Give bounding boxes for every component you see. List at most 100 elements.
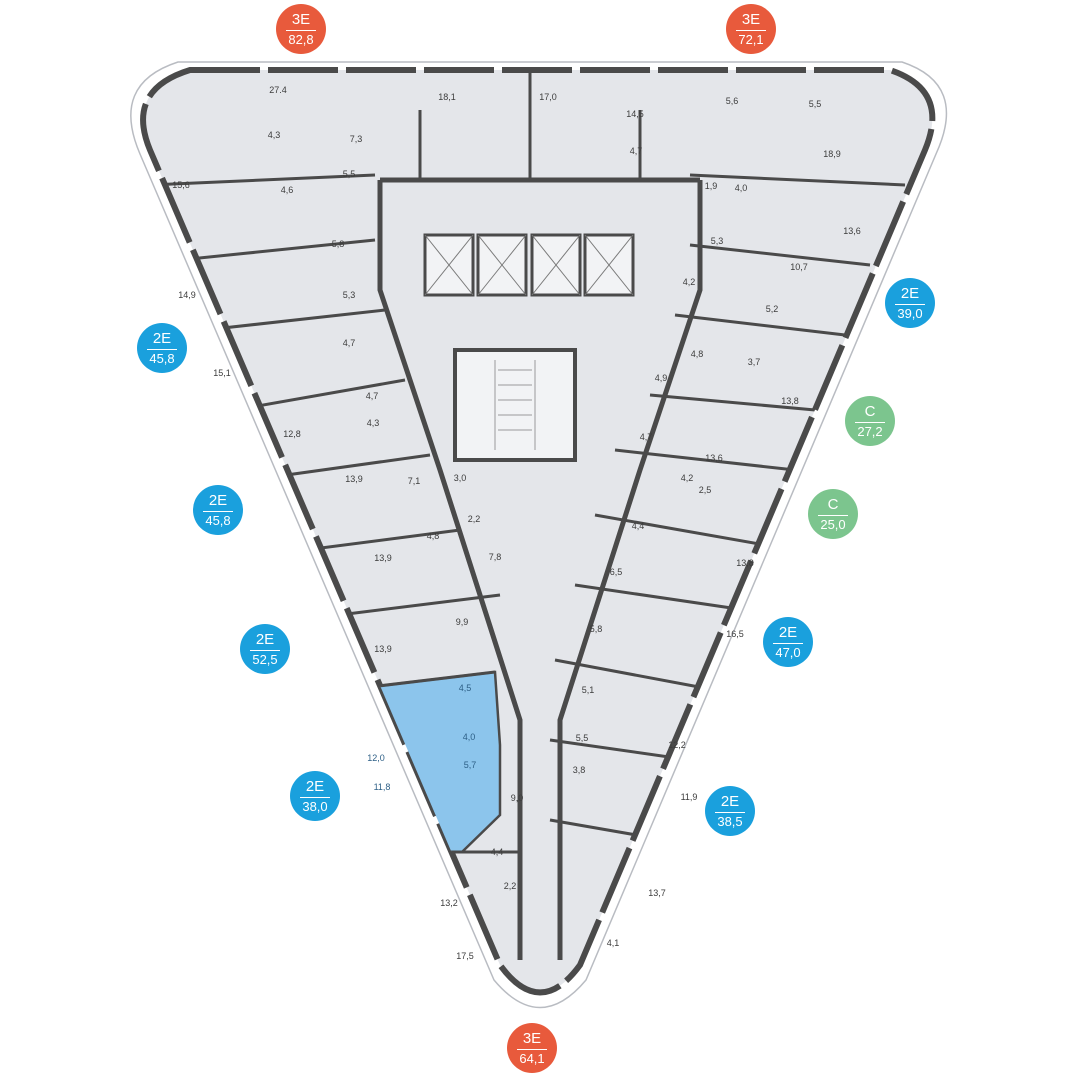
apartment-type: 2E bbox=[900, 284, 920, 302]
room-area-label: 12,2 bbox=[668, 740, 686, 750]
room-area-label: 27.4 bbox=[269, 85, 287, 95]
badge-divider bbox=[773, 642, 803, 644]
badge-divider bbox=[818, 514, 848, 516]
room-area-label: 13,9 bbox=[374, 553, 392, 563]
room-area-label: 13,8 bbox=[781, 396, 799, 406]
room-area-label: 1,9 bbox=[705, 181, 718, 191]
badge-divider bbox=[736, 29, 766, 31]
apartment-area: 38,5 bbox=[717, 813, 743, 829]
badge-divider bbox=[286, 29, 316, 31]
apartment-area: 25,0 bbox=[820, 516, 846, 532]
room-area-label: 5,5 bbox=[576, 733, 589, 743]
badge-c-27-2[interactable]: С 27,2 bbox=[845, 396, 895, 446]
apartment-area: 38,0 bbox=[302, 798, 328, 814]
room-area-label: 3,8 bbox=[573, 765, 586, 775]
room-area-label: 5,1 bbox=[582, 685, 595, 695]
apartment-area: 45,8 bbox=[149, 350, 175, 366]
badge-c-25-0[interactable]: С 25,0 bbox=[808, 489, 858, 539]
room-area-label: 4,3 bbox=[268, 130, 281, 140]
room-area-label: 3,7 bbox=[748, 357, 761, 367]
room-area-label: 14,9 bbox=[178, 290, 196, 300]
apartment-area: 27,2 bbox=[857, 423, 883, 439]
badge-2e-38-0[interactable]: 2E 38,0 bbox=[290, 771, 340, 821]
room-area-label: 5,5 bbox=[809, 99, 822, 109]
apartment-area: 82,8 bbox=[288, 31, 314, 47]
room-area-label: 4,4 bbox=[491, 847, 504, 857]
room-area-label: 3,0 bbox=[454, 473, 467, 483]
apartment-area: 72,1 bbox=[738, 31, 764, 47]
room-area-label: 4,3 bbox=[367, 418, 380, 428]
room-area-label: 5,3 bbox=[343, 290, 356, 300]
room-area-label: 13,9 bbox=[345, 474, 363, 484]
badge-2e-47-0[interactable]: 2E 47,0 bbox=[763, 617, 813, 667]
apartment-type: 2E bbox=[152, 329, 172, 347]
apartment-type: С bbox=[864, 402, 876, 420]
apartment-area: 45,8 bbox=[205, 512, 231, 528]
stair-core bbox=[453, 348, 577, 462]
badge-3e-64-1[interactable]: 3E 64,1 bbox=[507, 1023, 557, 1073]
badge-2e-45-8-b[interactable]: 2E 45,8 bbox=[193, 485, 243, 535]
room-area-label: 17,0 bbox=[539, 92, 557, 102]
room-area-label: 15,1 bbox=[213, 368, 231, 378]
room-area-label: 18,1 bbox=[438, 92, 456, 102]
apartment-type: 2E bbox=[778, 623, 798, 641]
apartment-type: 3E bbox=[522, 1029, 542, 1047]
room-area-label: 11,9 bbox=[681, 792, 698, 802]
room-area-label: 4,7 bbox=[366, 391, 379, 401]
apartment-area: 47,0 bbox=[775, 644, 801, 660]
badge-divider bbox=[250, 649, 280, 651]
room-area-label: 4,7 bbox=[640, 432, 653, 442]
core-walls bbox=[377, 177, 703, 960]
room-area-label: 4,4 bbox=[632, 521, 645, 531]
room-area-label: 5,2 bbox=[766, 304, 779, 314]
room-area-label: 4,5 bbox=[459, 683, 472, 693]
room-area-label: 14,5 bbox=[626, 109, 644, 119]
room-area-label: 6,5 bbox=[610, 567, 623, 577]
apartment-area: 52,5 bbox=[252, 651, 278, 667]
badge-2e-38-5[interactable]: 2E 38,5 bbox=[705, 786, 755, 836]
room-area-label: 4,7 bbox=[630, 146, 643, 156]
room-area-label: 9,0 bbox=[511, 793, 524, 803]
room-area-label: 2,2 bbox=[468, 514, 481, 524]
room-area-label: 17,5 bbox=[456, 951, 474, 961]
room-area-label: 7,8 bbox=[489, 552, 502, 562]
apartment-type: С bbox=[827, 495, 839, 513]
room-area-label: 5,5 bbox=[343, 169, 356, 179]
badge-divider bbox=[895, 303, 925, 305]
badge-3e-72-1[interactable]: 3E 72,1 bbox=[726, 4, 776, 54]
apartment-type: 2E bbox=[255, 630, 275, 648]
room-area-label: 9,9 bbox=[456, 617, 469, 627]
room-area-label: 13,6 bbox=[843, 226, 861, 236]
room-area-label: 2,2 bbox=[504, 881, 517, 891]
room-area-label: 4,9 bbox=[655, 373, 668, 383]
apartment-type: 3E bbox=[291, 10, 311, 28]
room-area-label: 4,0 bbox=[735, 183, 748, 193]
room-area-label: 4,2 bbox=[683, 277, 696, 287]
apartment-type: 2E bbox=[208, 491, 228, 509]
room-area-label: 12,0 bbox=[367, 753, 385, 763]
room-area-label: 13,8 bbox=[736, 558, 754, 568]
room-area-label: 7,3 bbox=[350, 134, 363, 144]
room-area-label: 5,8 bbox=[332, 239, 345, 249]
room-area-label: 16,5 bbox=[726, 629, 744, 639]
room-area-label: 4,8 bbox=[427, 531, 440, 541]
badge-divider bbox=[715, 811, 745, 813]
badge-2e-39-0[interactable]: 2E 39,0 bbox=[885, 278, 935, 328]
badge-2e-45-8-a[interactable]: 2E 45,8 bbox=[137, 323, 187, 373]
badge-divider bbox=[147, 348, 177, 350]
room-area-label: 5,6 bbox=[726, 96, 739, 106]
apartment-type: 3E bbox=[741, 10, 761, 28]
room-area-label: 4,1 bbox=[607, 938, 620, 948]
badge-divider bbox=[517, 1048, 547, 1050]
room-area-label: 4,7 bbox=[343, 338, 356, 348]
apartment-area: 39,0 bbox=[897, 305, 923, 321]
badge-divider bbox=[300, 796, 330, 798]
building-outer-glazing bbox=[130, 61, 948, 1009]
room-area-label: 4,0 bbox=[463, 732, 476, 742]
badge-3e-82-8[interactable]: 3E 82,8 bbox=[276, 4, 326, 54]
room-area-label: 13,7 bbox=[648, 888, 666, 898]
room-area-label: 13,9 bbox=[374, 644, 392, 654]
badge-2e-52-5[interactable]: 2E 52,5 bbox=[240, 624, 290, 674]
